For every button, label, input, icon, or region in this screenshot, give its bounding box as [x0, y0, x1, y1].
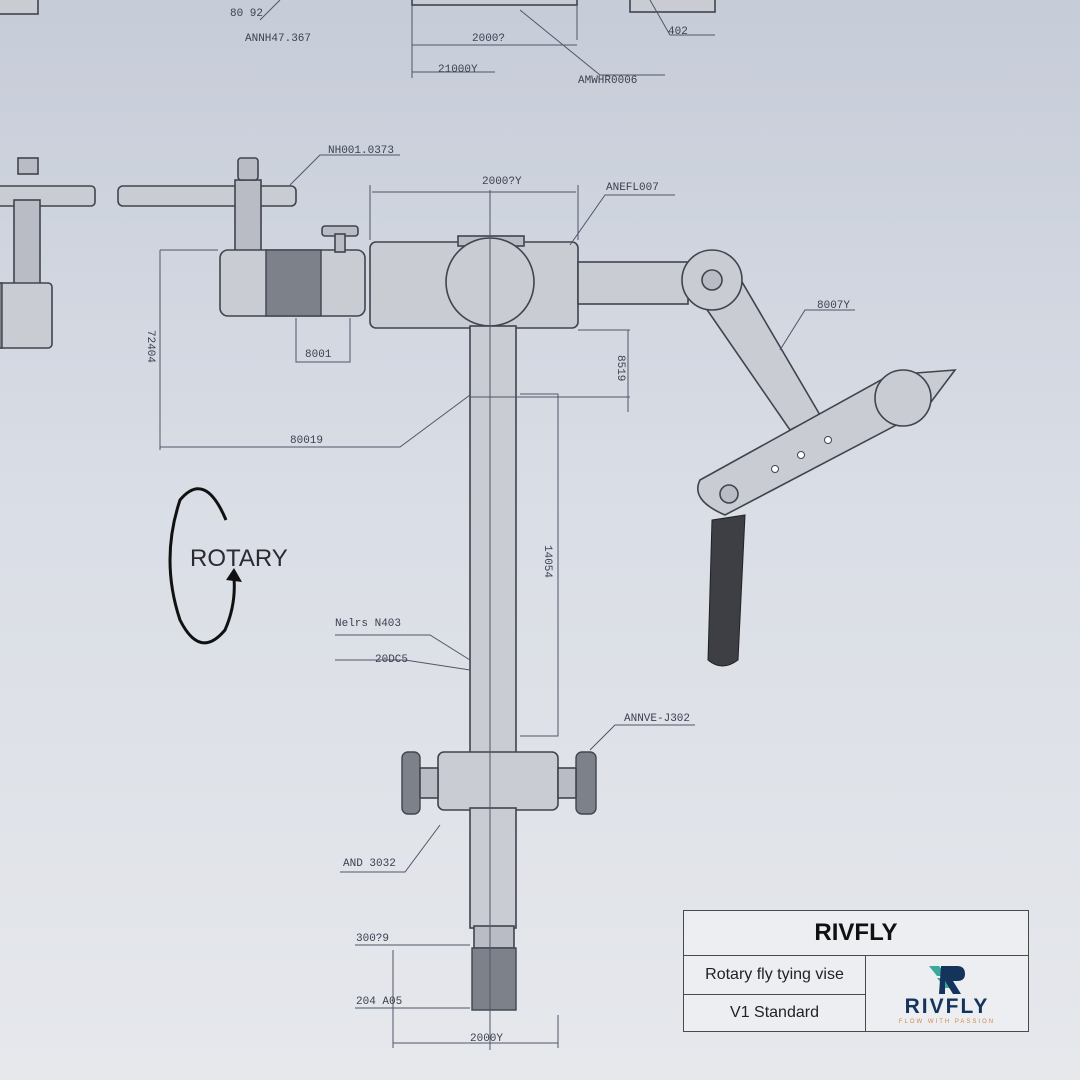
cam-lever-assembly — [117, 157, 366, 317]
title-block: RIVFLY Rotary fly tying vise V1 Standard… — [683, 910, 1029, 1032]
top-left-part-fragment — [0, 0, 39, 15]
dim-label: 21000Y — [438, 64, 478, 76]
dimension-lines — [159, 154, 855, 1050]
dim-label: 2000? — [472, 33, 505, 45]
rotary-label: ROTARY — [190, 545, 288, 572]
dim-label: 80019 — [290, 435, 323, 447]
dim-label: 300?9 — [356, 933, 389, 945]
dim-label: Nelrs N403 — [335, 618, 401, 630]
dim-label: 8519 — [614, 355, 626, 381]
dim-label: 204 A05 — [356, 996, 402, 1008]
brand-title: RIVFLY — [684, 911, 1028, 956]
dim-label: 2000?Y — [482, 176, 522, 188]
jaw-arm — [681, 249, 957, 667]
dim-label: NH001.0373 — [328, 145, 394, 157]
dim-label: 402 — [668, 26, 688, 38]
rotation-arrow-icon — [168, 487, 242, 645]
dim-label: 14054 — [541, 545, 553, 578]
dim-label: AMWHR0006 — [578, 75, 637, 87]
rotary-head — [369, 235, 689, 329]
top-right-part-fragment — [629, 0, 716, 13]
dim-label: ANEFL007 — [606, 182, 659, 194]
dim-label: 8007Y — [817, 300, 850, 312]
product-name: Rotary fly tying vise — [684, 956, 865, 995]
rivfly-logo: RIVFLY FLOW WITH PASSION — [866, 956, 1028, 1032]
product-version: V1 Standard — [730, 1004, 819, 1022]
dim-label: 80 92 — [230, 8, 263, 20]
dim-label: ANNVE-J302 — [624, 713, 690, 725]
dim-label: 8001 — [305, 349, 332, 361]
rivfly-r-icon — [929, 965, 965, 994]
top-part-fragment — [411, 0, 578, 6]
logo-tagline: FLOW WITH PASSION — [898, 1018, 996, 1025]
jaw-handle — [707, 514, 746, 667]
top-dimension-lines — [259, 0, 715, 78]
left-partial-assembly — [0, 157, 96, 349]
stem-and-base — [401, 325, 597, 1011]
dim-label: 20DC5 — [375, 654, 408, 666]
logo-wordmark: RIVFLY — [904, 994, 990, 1018]
dim-label: 72404 — [144, 330, 156, 363]
dimension-labels: 80 92 ANNH47.367 2000? 21000Y AMWHR0006 … — [144, 8, 850, 1045]
dim-label: ANNH47.367 — [245, 33, 311, 45]
dim-label: 2000Y — [470, 1033, 503, 1045]
dim-label: AND 3032 — [343, 858, 396, 870]
